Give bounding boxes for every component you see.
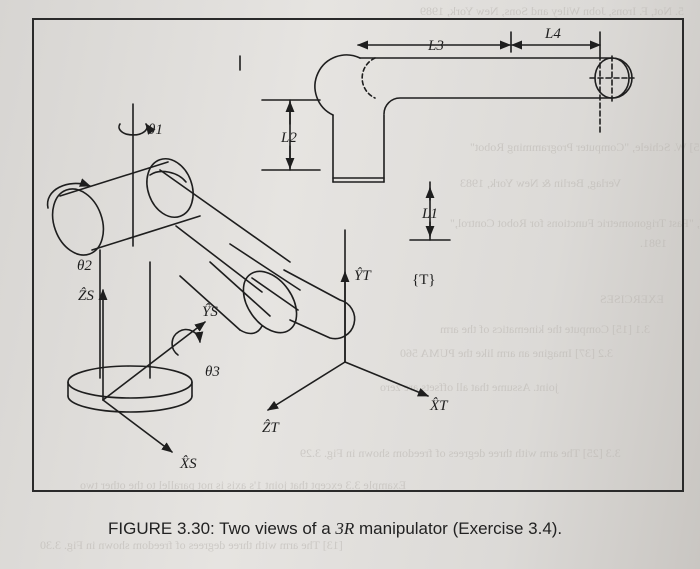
label-X-T: X̂T <box>429 398 449 414</box>
label-L4: L4 <box>544 26 561 42</box>
label-theta2: θ2 <box>77 258 92 274</box>
label-L2: L2 <box>280 130 297 146</box>
label-L1: L1 <box>421 206 438 222</box>
side-view <box>239 31 635 241</box>
label-theta1: θ1 <box>148 122 163 138</box>
caption-italic: 3R <box>335 519 355 538</box>
caption-prefix: FIGURE 3.30: <box>108 519 215 538</box>
label-Z-S: ẐS <box>78 287 94 304</box>
figure-frame <box>32 18 684 492</box>
perspective-view <box>46 103 356 413</box>
caption-text: Two views of a <box>214 519 336 538</box>
figure-caption: FIGURE 3.30: Two views of a 3R manipulat… <box>108 519 562 539</box>
caption-suffix: manipulator (Exercise 3.4). <box>354 519 563 538</box>
label-frame-T: {T} <box>412 272 436 288</box>
label-theta3: θ3 <box>205 364 220 380</box>
coordinate-axes <box>98 270 430 453</box>
label-Z-T: ẐT <box>262 419 280 436</box>
label-L3: L3 <box>427 38 444 54</box>
label-Y-S: ŶS <box>202 303 218 320</box>
label-Y-T: ŶT <box>354 267 372 284</box>
label-X-S: X̂S <box>179 456 197 472</box>
